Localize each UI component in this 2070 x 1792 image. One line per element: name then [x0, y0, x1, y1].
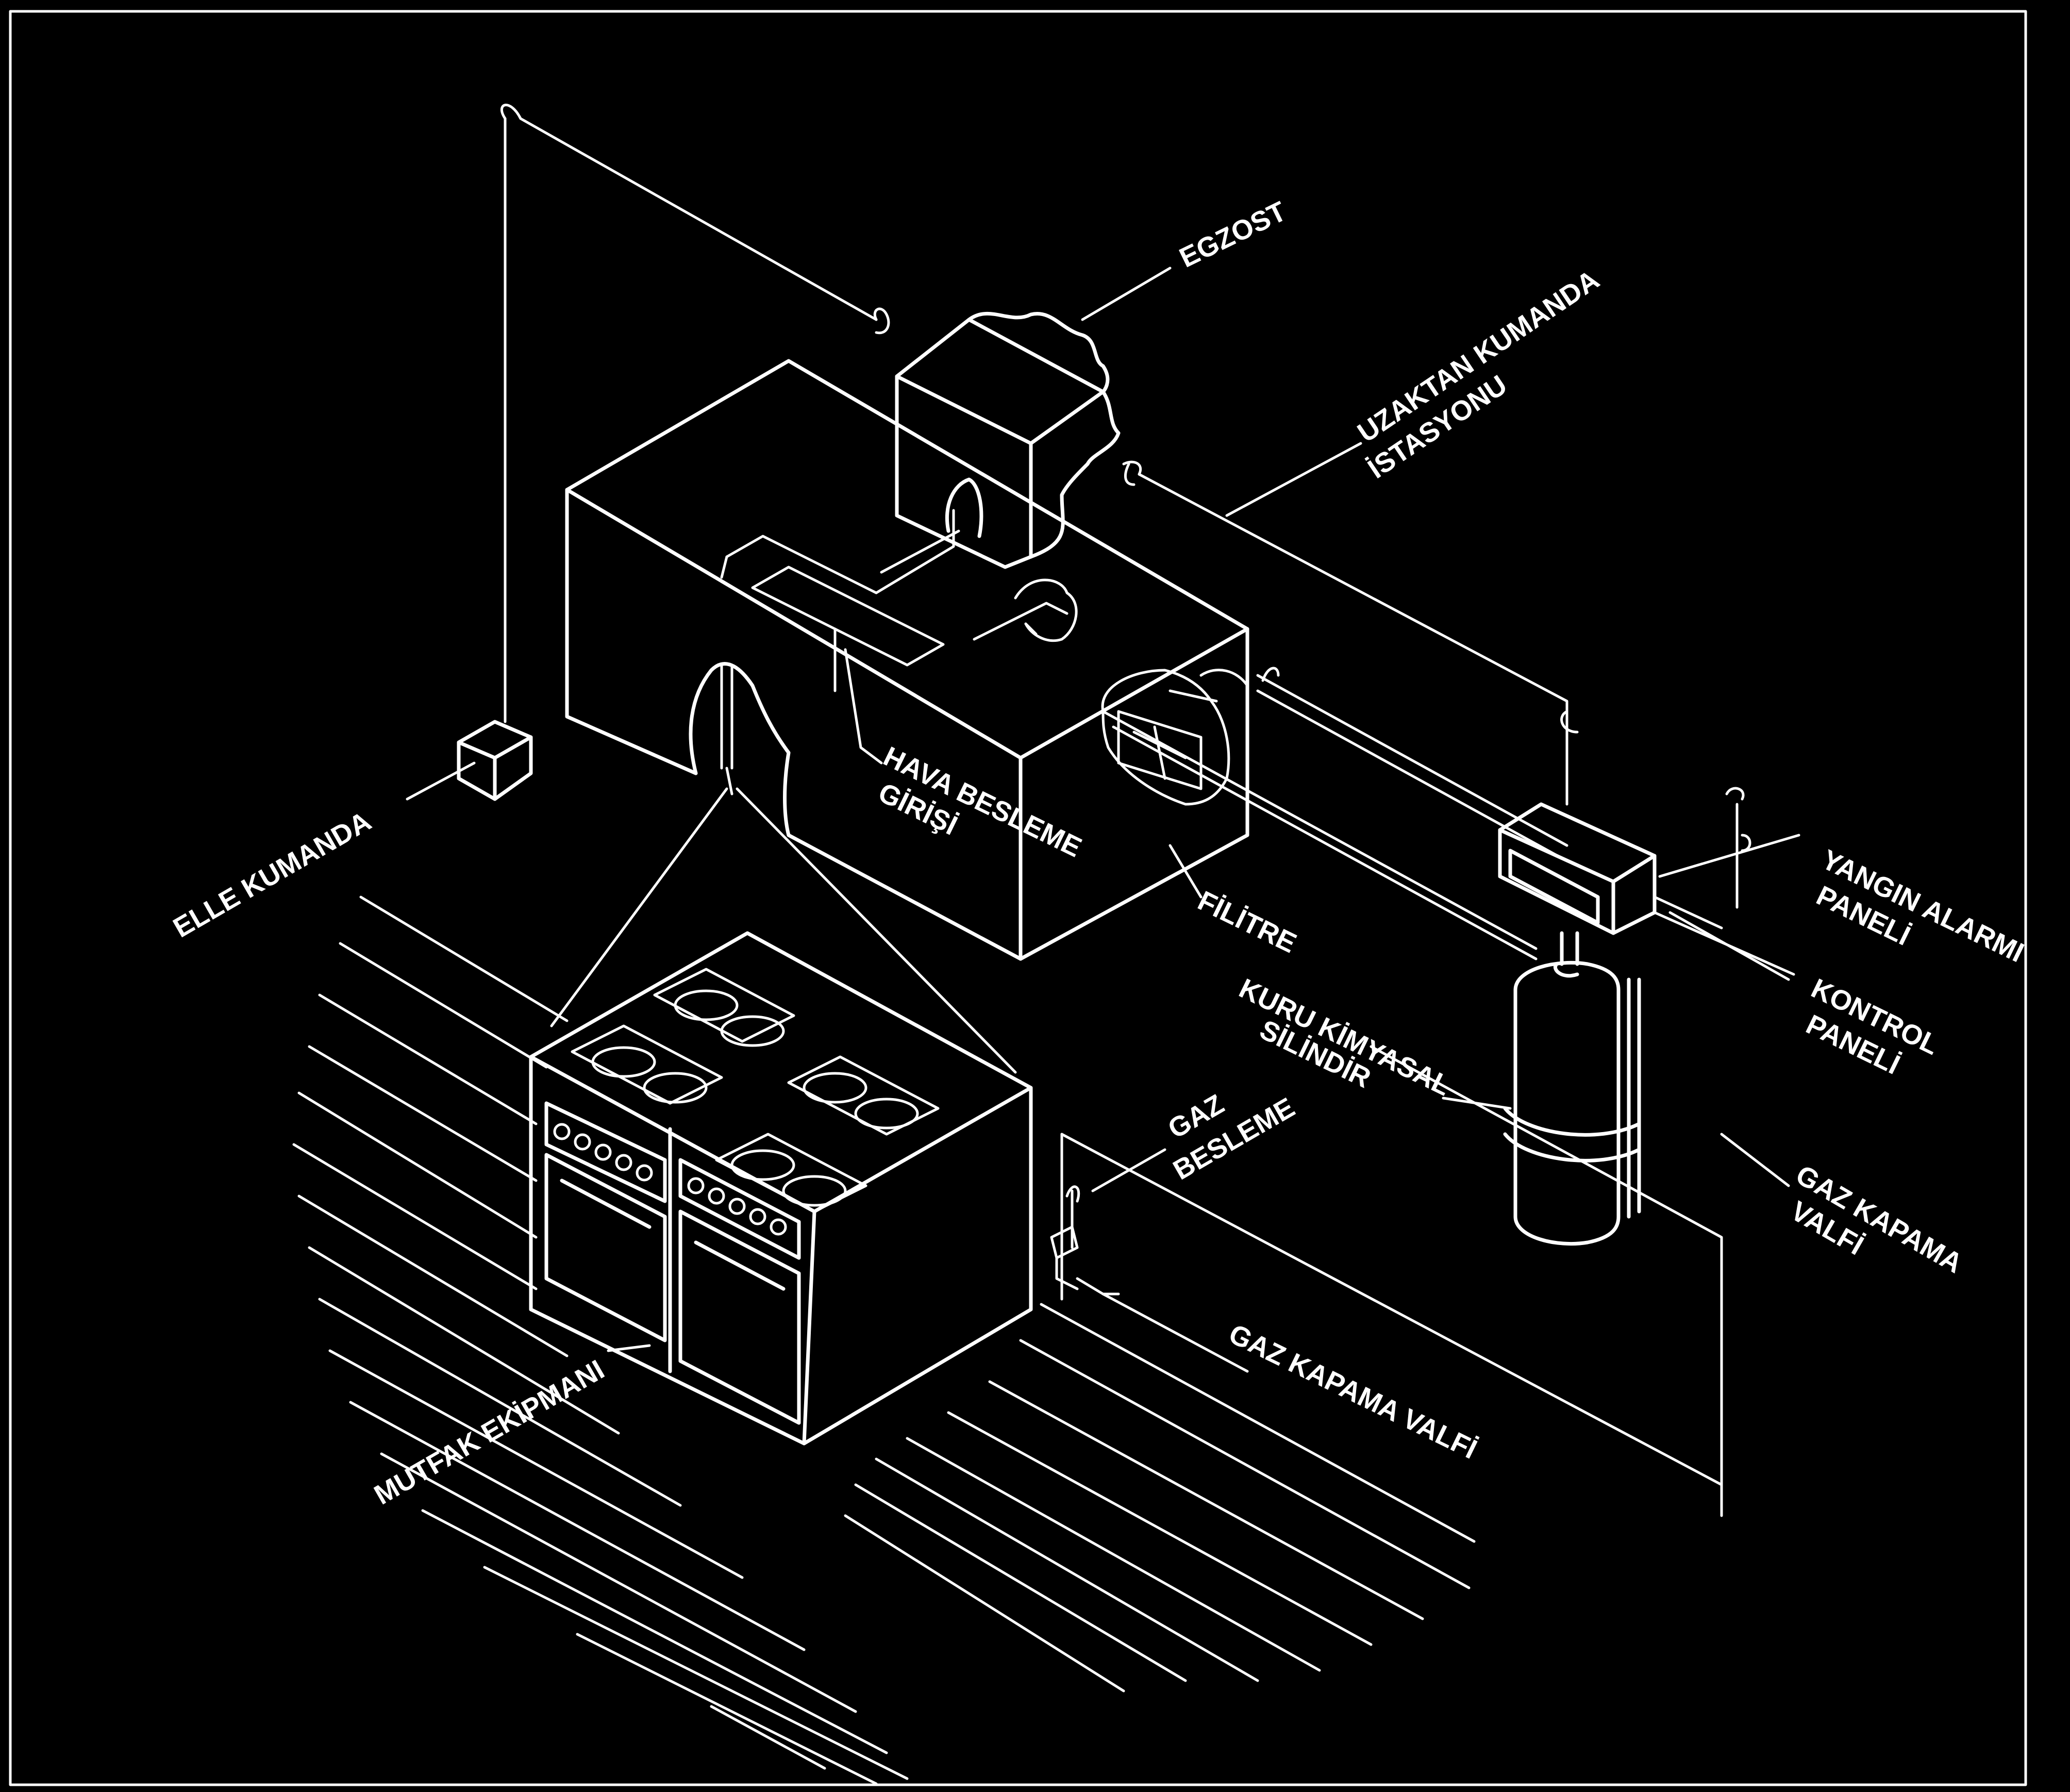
wall-outline — [1060, 1045, 1723, 1517]
gas-line — [1050, 1185, 1120, 1296]
remote-pull-cable — [1122, 460, 1579, 806]
agent-piping — [1101, 667, 1568, 960]
leader-lines — [406, 267, 1800, 1373]
floor-hatch — [292, 895, 1476, 1785]
manual-control-box — [457, 720, 533, 801]
control-panel-box — [1498, 802, 1657, 966]
fire-alarm-connection — [1653, 787, 1795, 976]
manual-pull-cable — [500, 104, 890, 723]
drawing-frame — [9, 10, 2027, 1786]
dry-chemical-cylinder — [1503, 961, 1641, 1246]
filter-cutaway — [1101, 669, 1249, 806]
range-knobs — [553, 1123, 787, 1236]
label-elle-kumanda: ELLE KUMANDA — [168, 805, 376, 943]
label-uzaktan-kumanda: UZAKTAN KUMANDA — [1352, 264, 1605, 449]
label-gaz-kapama-valfi-bottom: GAZ KAPAMA VALFİ — [1224, 1318, 1482, 1465]
label-egzost: EGZOST — [1175, 196, 1291, 274]
hood-plenum — [565, 359, 1249, 961]
appliance-nozzles — [550, 663, 1017, 1074]
range-burners — [571, 968, 940, 1213]
kitchen-range — [529, 931, 1033, 1446]
exhaust-duct — [895, 311, 1121, 569]
hood-piping — [720, 509, 1078, 692]
label-filitre: FİLİTRE — [1193, 885, 1301, 959]
